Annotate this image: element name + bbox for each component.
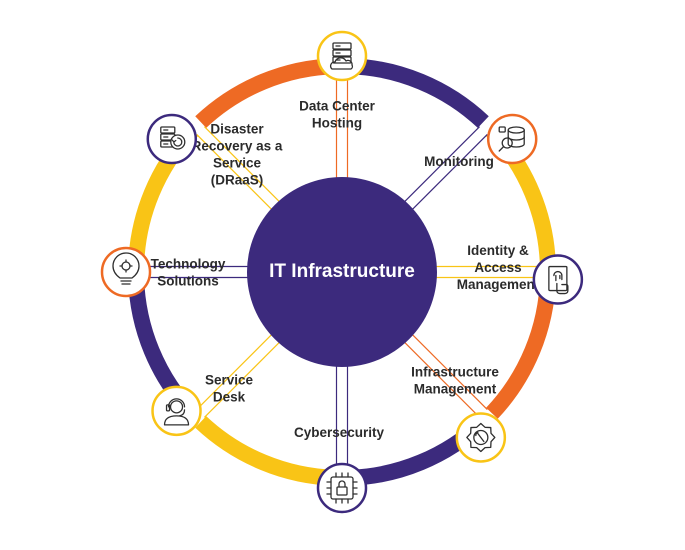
- icon-badge-monitoring: [486, 113, 538, 165]
- chip-lock-icon: [326, 472, 358, 504]
- icon-layer: [100, 30, 584, 514]
- segment-label-line: Monitoring: [424, 154, 494, 169]
- icon-badge-circle: [532, 254, 584, 305]
- segment-label-line: Management: [457, 277, 540, 292]
- icon-badge-data-center-hosting: [316, 30, 368, 82]
- icon-badge-service-desk: [151, 385, 202, 437]
- segment-label-line: Access: [474, 260, 521, 275]
- ring-arc-identity-access-management: [347, 416, 489, 486]
- center-label: IT Infrastructure: [269, 261, 415, 282]
- segment-label-line: Technology: [151, 256, 226, 271]
- icon-badge-technology-solutions: [100, 246, 152, 298]
- center-layer: IT Infrastructure: [247, 177, 437, 367]
- ring-arc-cybersecurity: [128, 277, 198, 419]
- ring-arc-data-center-hosting: [486, 125, 556, 267]
- ring-arc-infrastructure-management: [195, 416, 337, 486]
- segment-label-line: Solutions: [157, 273, 219, 288]
- segment-label-line: Identity &: [467, 243, 529, 258]
- segment-label-line: Infrastructure: [411, 364, 499, 379]
- icon-badge-circle: [151, 385, 202, 437]
- ring-layer: [128, 58, 556, 486]
- icon-badge-cybersecurity: [316, 462, 368, 514]
- divider-0: [433, 265, 542, 279]
- divider-line: [196, 332, 275, 410]
- icon-badge-infrastructure-management: [455, 412, 507, 463]
- database-search-icon: [498, 126, 525, 152]
- fingerprint-door-icon: [548, 265, 569, 295]
- segment-label-line: Recovery as a: [192, 138, 283, 153]
- segment-label-line: Desk: [213, 389, 246, 404]
- gear-wrench-icon: [466, 422, 496, 453]
- segment-label-line: Hosting: [312, 115, 362, 130]
- ring-arc-technology-solutions: [195, 58, 337, 128]
- segment-label-line: Data Center: [299, 98, 376, 113]
- ring-arc-monitoring: [486, 277, 556, 419]
- divider-layer: [142, 72, 542, 472]
- divider-line: [402, 126, 480, 205]
- divider-line: [409, 134, 488, 212]
- divider-line: [409, 332, 488, 410]
- divider-4: [142, 265, 251, 279]
- divider-3: [196, 332, 282, 418]
- segment-label-line: (DRaaS): [211, 172, 264, 187]
- headset-agent-icon: [163, 398, 190, 426]
- icon-badge-identity-access-management: [532, 254, 584, 305]
- divider-line: [204, 339, 282, 418]
- divider-7: [402, 126, 488, 212]
- segment-label-line: Service: [213, 155, 262, 170]
- divider-line: [402, 339, 480, 418]
- server-recovery-icon: [160, 126, 186, 150]
- segment-label-line: Cybersecurity: [294, 425, 385, 440]
- divider-line: [204, 126, 282, 205]
- ring-arc-service-desk: [128, 125, 198, 267]
- icon-badge-circle: [316, 462, 368, 514]
- server-cloud-icon: [330, 42, 354, 70]
- center-circle: [247, 177, 437, 367]
- segment-label-line: Service: [205, 372, 254, 387]
- lightbulb-gear-icon: [112, 252, 140, 285]
- segment-label-line: Management: [414, 381, 497, 396]
- divider-1: [402, 332, 488, 418]
- segment-label-monitoring: Monitoring: [424, 154, 494, 169]
- divider-line: [196, 134, 275, 212]
- ring-arc-disaster-recovery: [347, 58, 489, 128]
- segment-label-cybersecurity: Cybersecurity: [294, 425, 385, 440]
- icon-badge-disaster-recovery: [146, 113, 198, 165]
- divider-6: [335, 72, 349, 181]
- segment-label-line: Disaster: [210, 121, 264, 136]
- divider-2: [335, 363, 349, 472]
- divider-5: [196, 126, 282, 212]
